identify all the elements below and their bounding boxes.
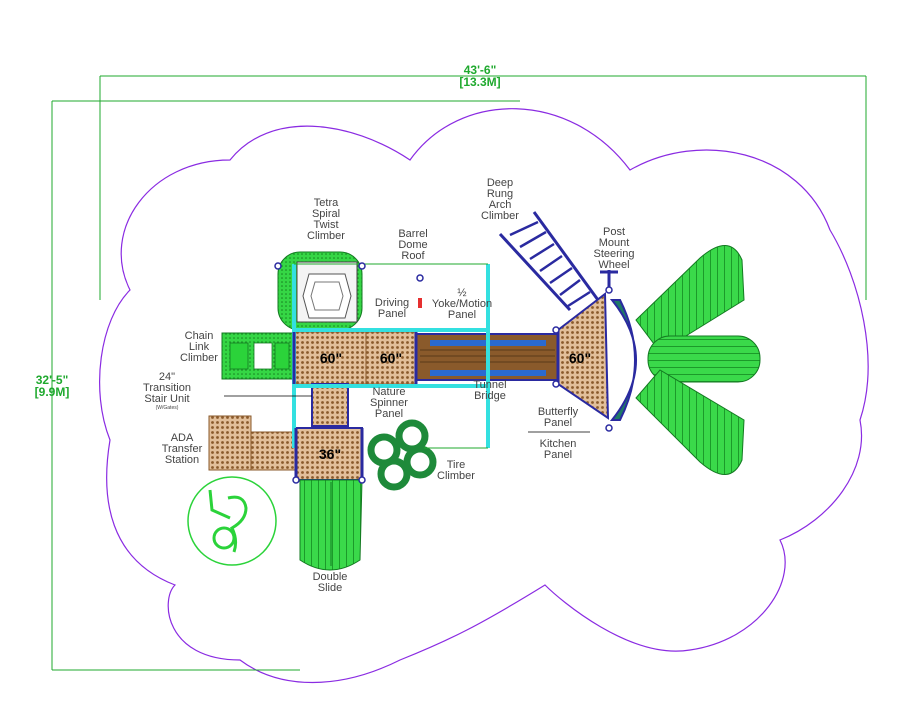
dimension-lines [51,75,867,671]
chain-link-climber [221,332,295,380]
use-zone-boundary [99,108,869,684]
depth-dimension: 32'-5" [9.9M] [20,374,84,398]
post-caps [274,262,613,484]
wheelchair-accessibility-icon [187,476,277,566]
deck-d-size: 36" [319,446,341,462]
tetra-spiral-twist-climber [277,251,363,331]
deck-c-size: 60" [569,350,591,366]
double-slide [299,479,363,571]
depth-m: [9.9M] [34,385,70,399]
width-ft: 43'-6" [463,63,497,77]
deck-b-size: 60" [380,350,402,366]
driving-panel-accent [418,298,422,308]
triple-slides [635,245,761,475]
deck-a-size: 60" [320,350,342,366]
depth-ft: 32'-5" [35,373,69,387]
deep-rung-arch-climber [498,211,600,312]
spiral-roof [609,299,637,421]
tire-climber [367,419,437,491]
posts [292,330,560,480]
transition-stair-unit [311,383,349,427]
width-m: [13.3M] [459,75,501,89]
width-dimension: 43'-6" [13.3M] [440,64,520,88]
ada-transfer-station [208,415,298,471]
